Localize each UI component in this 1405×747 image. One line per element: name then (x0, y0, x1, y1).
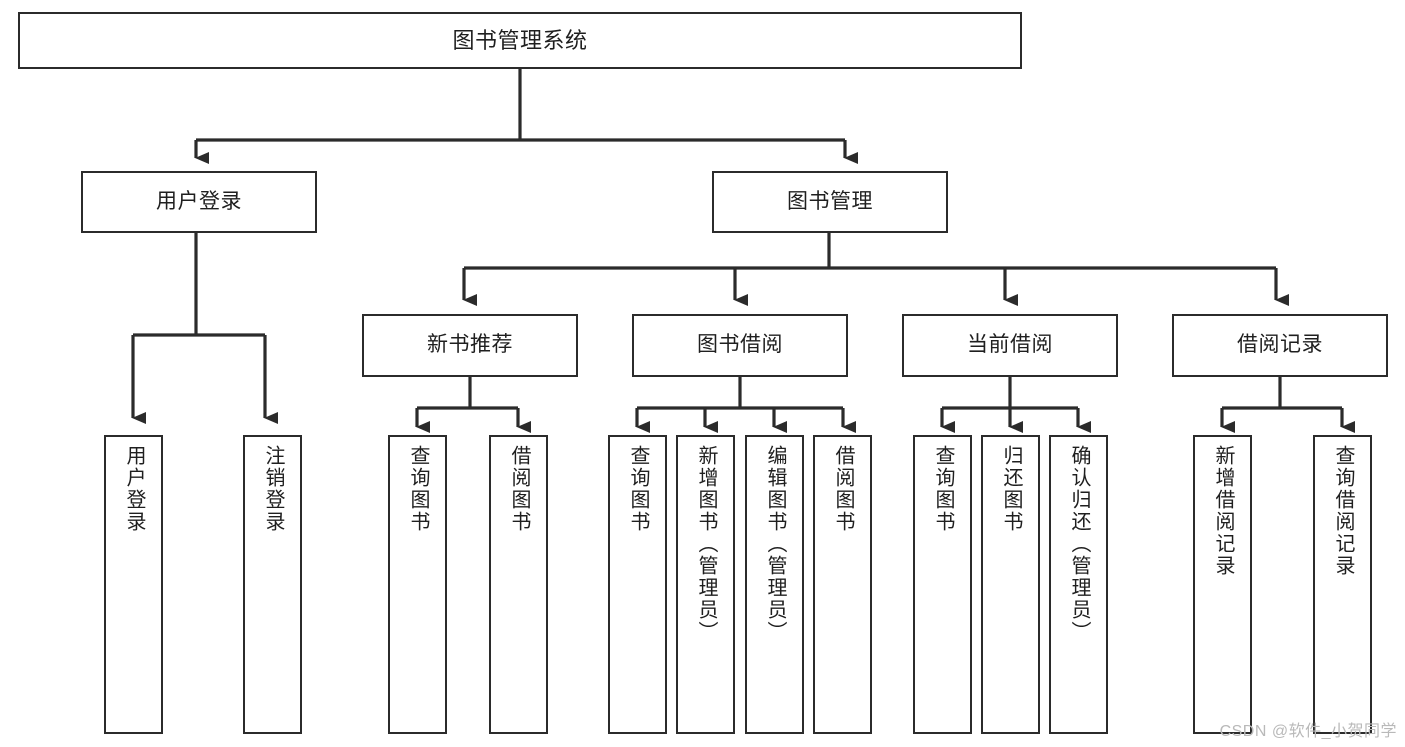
node-label: 查询图书 (407, 445, 429, 533)
node-book-management[interactable]: 图书管理 (712, 171, 948, 233)
node-label: 归还图书 (1000, 445, 1022, 533)
node-label: 图书借阅 (697, 333, 783, 357)
leaf-logout-login[interactable]: 注销登录 (243, 435, 302, 734)
leaf-add-borrow-record[interactable]: 新增借阅记录 (1193, 435, 1252, 734)
node-root-system[interactable]: 图书管理系统 (18, 12, 1022, 69)
leaf-query-borrow-record[interactable]: 查询借阅记录 (1313, 435, 1372, 734)
node-label: 注销登录 (262, 445, 284, 533)
leaf-user-login[interactable]: 用户登录 (104, 435, 163, 734)
node-label: 确认归还（管理员） (1068, 445, 1090, 643)
leaf-confirm-return[interactable]: 确认归还（管理员） (1049, 435, 1108, 734)
node-label: 借阅图书 (508, 445, 530, 533)
node-label: 查询借阅记录 (1332, 445, 1354, 577)
node-user-login[interactable]: 用户登录 (81, 171, 317, 233)
node-borrow-record[interactable]: 借阅记录 (1172, 314, 1388, 377)
node-label: 新增图书（管理员） (695, 445, 717, 643)
node-label: 用户登录 (156, 189, 242, 213)
node-label: 借阅记录 (1237, 333, 1323, 357)
node-label: 新书推荐 (427, 333, 513, 357)
node-book-borrow[interactable]: 图书借阅 (632, 314, 848, 377)
node-label: 用户登录 (123, 445, 145, 533)
node-label: 当前借阅 (967, 333, 1053, 357)
leaf-query-book-recommend[interactable]: 查询图书 (388, 435, 447, 734)
leaf-edit-book[interactable]: 编辑图书（管理员） (745, 435, 804, 734)
leaf-query-book-current[interactable]: 查询图书 (913, 435, 972, 734)
node-label: 编辑图书（管理员） (764, 445, 786, 643)
node-label: 新增借阅记录 (1212, 445, 1234, 577)
node-current-borrow[interactable]: 当前借阅 (902, 314, 1118, 377)
leaf-borrow-book-recommend[interactable]: 借阅图书 (489, 435, 548, 734)
leaf-return-book[interactable]: 归还图书 (981, 435, 1040, 734)
csdn-watermark: CSDN @软件_小贺同学 (1219, 723, 1397, 740)
node-label: 借阅图书 (832, 445, 854, 533)
node-new-book-recommend[interactable]: 新书推荐 (362, 314, 578, 377)
node-label: 图书管理 (787, 189, 873, 213)
node-label: 查询图书 (627, 445, 649, 533)
leaf-add-book[interactable]: 新增图书（管理员） (676, 435, 735, 734)
leaf-query-book-borrow[interactable]: 查询图书 (608, 435, 667, 734)
node-label: 图书管理系统 (452, 27, 588, 53)
node-label: 查询图书 (932, 445, 954, 533)
leaf-borrow-book[interactable]: 借阅图书 (813, 435, 872, 734)
